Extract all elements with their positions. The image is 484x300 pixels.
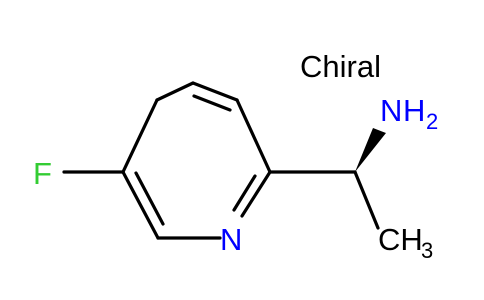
bond-c4-c3 — [191, 81, 239, 102]
amine-h-label: H — [403, 93, 425, 128]
amine-n-label: N — [380, 93, 402, 128]
methyl-group-label: CH 3 — [378, 222, 433, 263]
bond-c6-c5-inner — [134, 171, 165, 226]
wedge-bond-to-amine — [355, 128, 386, 172]
bond-to-methyl — [353, 170, 380, 230]
ring-nitrogen-label: N — [220, 222, 242, 257]
methyl-ch-label: CH — [378, 222, 423, 257]
chiral-label: Chiral — [300, 49, 381, 84]
bond-c6-c5 — [121, 170, 160, 240]
bond-c3-c2 — [235, 98, 272, 174]
bond-c2-n1-inner — [232, 174, 257, 212]
bond-c5a-c4 — [155, 81, 195, 102]
bond-c4-c3-inner — [192, 94, 232, 112]
methyl-subscript: 3 — [421, 238, 433, 263]
bond-c2-n1 — [240, 170, 272, 218]
pyridine-ring — [121, 81, 272, 240]
amine-group-label: N H 2 — [380, 93, 438, 134]
amine-subscript: 2 — [426, 109, 438, 134]
bond-c5-c5a — [121, 98, 159, 174]
fluorine-atom-label: F — [33, 156, 52, 191]
